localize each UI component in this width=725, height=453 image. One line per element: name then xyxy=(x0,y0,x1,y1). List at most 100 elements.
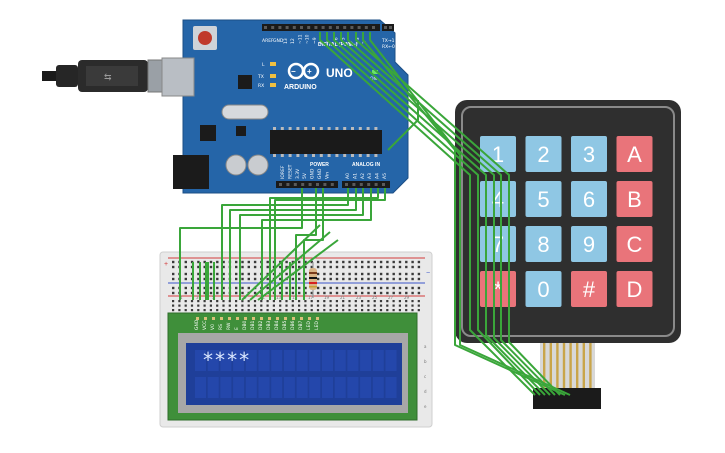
digital-pin-label: ~9 xyxy=(312,37,318,44)
wire[interactable] xyxy=(257,239,339,301)
wire[interactable] xyxy=(319,32,536,396)
wire[interactable] xyxy=(355,32,561,396)
gnd-label: GND xyxy=(273,38,284,44)
aref-label: AREF xyxy=(262,38,274,44)
power-header[interactable] xyxy=(276,181,338,188)
power-pin-label: IOREF xyxy=(280,165,286,179)
row-letter: a xyxy=(424,344,427,349)
power-pin-label: Vin xyxy=(324,172,330,179)
column-number: 17 xyxy=(308,295,314,300)
wire[interactable] xyxy=(274,188,386,300)
analog-pin-label: A3 xyxy=(367,173,373,179)
wire[interactable] xyxy=(241,224,321,301)
wire[interactable] xyxy=(333,32,546,396)
key-label: 5 xyxy=(537,187,549,212)
usb-jack xyxy=(161,57,195,97)
svg-text:−: − xyxy=(291,67,296,76)
key-label: 2 xyxy=(537,142,549,167)
digital-pin-label: ~6 xyxy=(333,37,339,44)
wires xyxy=(179,32,571,396)
keypad-connector[interactable] xyxy=(533,388,601,409)
tx-pin-label: TX→1 xyxy=(381,38,395,44)
resistor[interactable] xyxy=(309,262,317,298)
key-D[interactable]: D xyxy=(616,271,653,307)
analog-pin-label: A0 xyxy=(345,173,351,179)
lcd-pin-label: DB4 xyxy=(274,320,280,330)
power-pin-label: GND xyxy=(310,168,316,179)
on-led-label: ON xyxy=(370,76,377,82)
wire[interactable] xyxy=(249,231,331,301)
digital-header[interactable] xyxy=(262,24,380,31)
lcd-pin-label: GND xyxy=(194,319,200,330)
wire[interactable] xyxy=(303,188,324,300)
wire[interactable] xyxy=(221,188,349,300)
key-label: C xyxy=(627,232,643,257)
wire[interactable] xyxy=(369,32,571,396)
arduino-logo: − + xyxy=(287,62,320,80)
wire[interactable] xyxy=(326,32,541,396)
wire[interactable] xyxy=(295,188,317,300)
column-number: 21 xyxy=(340,295,346,300)
key-*[interactable]: * xyxy=(480,271,516,307)
lcd-pin-label: RS xyxy=(218,324,224,330)
wire[interactable] xyxy=(340,32,551,396)
column-number: 23 xyxy=(356,295,362,300)
key-6[interactable]: 6 xyxy=(571,181,607,217)
digital-pin-label: ~5 xyxy=(341,37,347,44)
led-tx-label: TX xyxy=(257,74,264,80)
key-C[interactable]: C xyxy=(616,226,653,262)
lcd-pin-label: DB0 xyxy=(242,320,248,330)
keypad-ribbon xyxy=(540,343,595,388)
key-B[interactable]: B xyxy=(616,181,653,217)
model-label: UNO xyxy=(326,66,353,80)
svg-text:+: + xyxy=(307,67,312,76)
analog-pin-label: A1 xyxy=(352,173,358,179)
brand-label: ARDUINO xyxy=(284,84,317,91)
power-pin-label: 5V xyxy=(302,172,308,179)
key-3[interactable]: 3 xyxy=(571,136,607,172)
key-1[interactable]: 1 xyxy=(480,136,516,172)
power-header-label: POWER xyxy=(310,162,329,168)
key-#[interactable]: # xyxy=(571,271,607,307)
digital-pin-label: 13 xyxy=(283,38,289,44)
power-jack xyxy=(173,155,209,189)
key-8[interactable]: 8 xyxy=(525,226,562,262)
key-5[interactable]: 5 xyxy=(525,181,562,217)
lcd-pin-label: V0 xyxy=(210,324,216,330)
key-9[interactable]: 9 xyxy=(571,226,607,262)
lcd-pin-label: DB7 xyxy=(298,320,304,330)
lcd-pin-label: DB2 xyxy=(258,320,264,330)
row-letter: c xyxy=(424,374,426,379)
analog-header[interactable] xyxy=(342,181,390,188)
key-label: 1 xyxy=(492,142,504,167)
lcd-pin-label: RW xyxy=(226,322,232,330)
key-0[interactable]: 0 xyxy=(525,271,562,307)
key-label: # xyxy=(583,277,596,302)
lcd-pin-label: DB3 xyxy=(266,320,272,330)
key-label: A xyxy=(627,142,642,167)
key-2[interactable]: 2 xyxy=(525,136,562,172)
key-label: 3 xyxy=(583,142,595,167)
power-pin-label: GND xyxy=(317,168,323,179)
key-label: 8 xyxy=(537,232,549,257)
key-label: D xyxy=(627,277,643,302)
wire[interactable] xyxy=(347,32,556,396)
wire[interactable] xyxy=(387,100,419,151)
power-pin-label: RESET xyxy=(287,164,293,179)
lcd-line-1: **** xyxy=(202,348,250,372)
digital-pin-label: ~11 xyxy=(297,34,303,44)
analog-pin-label: A2 xyxy=(360,173,366,179)
digital-header-label: DIGITAL (PWM~) xyxy=(318,42,358,48)
analog-pin-label: A4 xyxy=(375,173,381,179)
column-number: 27 xyxy=(388,295,394,300)
led-rx-label: RX xyxy=(258,83,264,89)
wire[interactable] xyxy=(179,188,303,262)
led-l-label: L xyxy=(262,62,265,68)
key-A[interactable]: A xyxy=(616,136,653,172)
